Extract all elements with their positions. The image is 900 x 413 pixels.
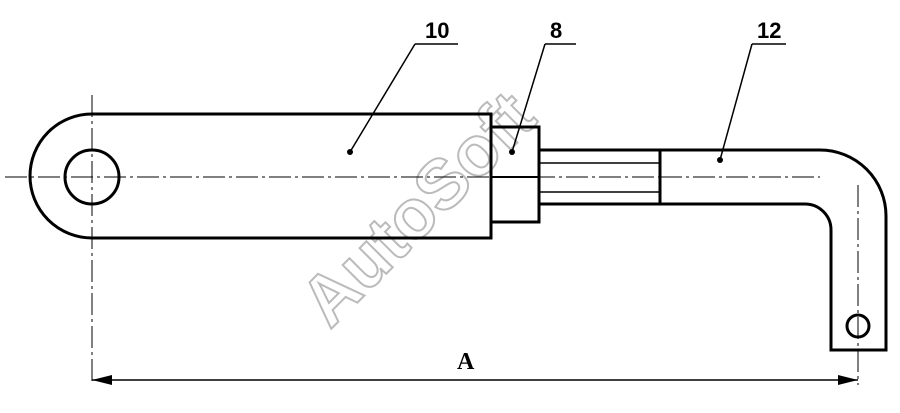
rod-outer-edge (660, 148, 888, 315)
label-part-10: 10 (425, 18, 449, 43)
leader-10-dot (347, 149, 353, 155)
part-8-nut (489, 125, 541, 224)
rod-inner-edge (660, 202, 833, 315)
rod-tip (829, 315, 888, 352)
cylinder-outline (28, 112, 493, 240)
leader-12 (719, 43, 753, 161)
dimension-arrow-right (838, 375, 858, 385)
dimension-arrow-left (92, 375, 112, 385)
part-12-bent-rod (660, 148, 888, 352)
label-part-8: 8 (550, 18, 562, 43)
leader-12-dot (717, 157, 723, 163)
center-lines (5, 95, 859, 385)
leader-lines (347, 43, 786, 163)
part-10-cylinder (28, 112, 493, 240)
dimension-a (92, 375, 858, 385)
leader-8-dot (509, 149, 515, 155)
watermark-text: AutoSoft (285, 77, 549, 341)
label-part-12: 12 (757, 18, 781, 43)
nut-outline (489, 125, 541, 224)
mounting-eye-hole (63, 148, 121, 206)
threaded-rod (539, 148, 662, 206)
rod-tip-hole (845, 313, 871, 339)
leader-10 (349, 43, 416, 153)
leader-8 (511, 43, 546, 153)
dimension-label: A (457, 349, 475, 375)
